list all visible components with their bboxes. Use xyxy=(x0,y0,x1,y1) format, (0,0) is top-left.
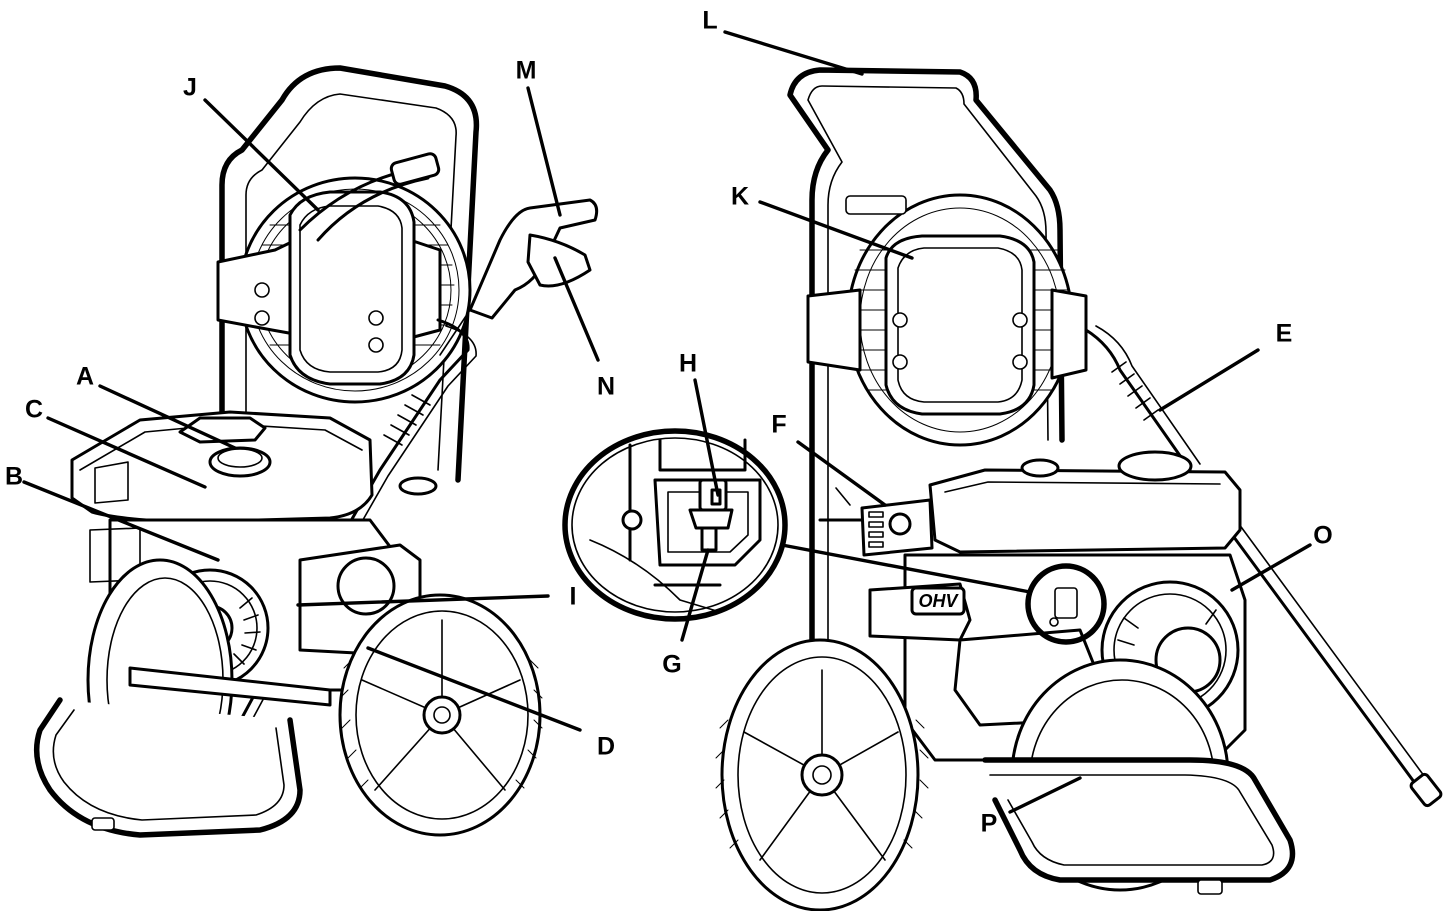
leader-a xyxy=(98,384,237,450)
callout-b: B xyxy=(5,463,23,491)
right-foreground-wheel xyxy=(715,638,929,911)
callout-n: N xyxy=(597,373,615,401)
callout-a: A xyxy=(76,363,94,391)
right-detail-highlight-ring xyxy=(1025,563,1107,645)
right-hose-and-wand xyxy=(1084,325,1443,808)
left-front-wheel xyxy=(338,593,543,837)
inset-connector-line xyxy=(780,543,1032,594)
leader-e xyxy=(1158,348,1260,412)
leader-o xyxy=(1230,543,1312,592)
right-hose-reel xyxy=(806,193,1088,447)
leader-p xyxy=(1008,776,1082,814)
callout-d: D xyxy=(597,733,615,761)
leader-h xyxy=(693,378,720,497)
leader-n xyxy=(553,256,600,362)
callout-labels: A B C D E F G H I J K L M N O P xyxy=(5,7,1333,838)
callout-j: J xyxy=(183,74,197,102)
right-fuel-tank xyxy=(928,450,1242,554)
callout-k: K xyxy=(731,183,749,211)
callout-e: E xyxy=(1276,320,1293,348)
leader-f xyxy=(796,440,887,507)
left-spray-gun xyxy=(439,198,599,356)
callout-f: F xyxy=(771,411,786,439)
right-view-machine: OHV xyxy=(715,67,1443,911)
callout-g: G xyxy=(662,651,681,679)
right-detail-small xyxy=(1049,587,1078,627)
callout-l: L xyxy=(702,7,717,35)
callout-h: H xyxy=(679,350,697,378)
left-hose-reel xyxy=(216,152,472,404)
leader-j xyxy=(203,98,320,212)
leader-i xyxy=(296,594,550,607)
callout-c: C xyxy=(25,396,43,424)
callout-i: I xyxy=(570,583,577,611)
leader-lines xyxy=(22,30,1312,814)
leader-b xyxy=(22,480,220,562)
callout-o: O xyxy=(1313,522,1332,550)
inset-detail xyxy=(562,428,1032,622)
engine-badge-ohv: OHV xyxy=(918,591,959,611)
left-base-frame xyxy=(33,666,332,838)
leader-d xyxy=(366,646,582,732)
leader-l xyxy=(723,30,864,76)
leader-c xyxy=(46,416,207,489)
right-control-panel xyxy=(835,487,934,557)
inset-valve-assembly xyxy=(589,438,762,613)
callout-p: P xyxy=(981,810,998,838)
leader-g xyxy=(680,548,710,642)
right-base-frame xyxy=(982,757,1296,895)
leader-k xyxy=(758,200,914,260)
leader-m xyxy=(526,86,562,217)
callout-m: M xyxy=(516,57,537,85)
left-fuel-tank xyxy=(70,410,374,524)
